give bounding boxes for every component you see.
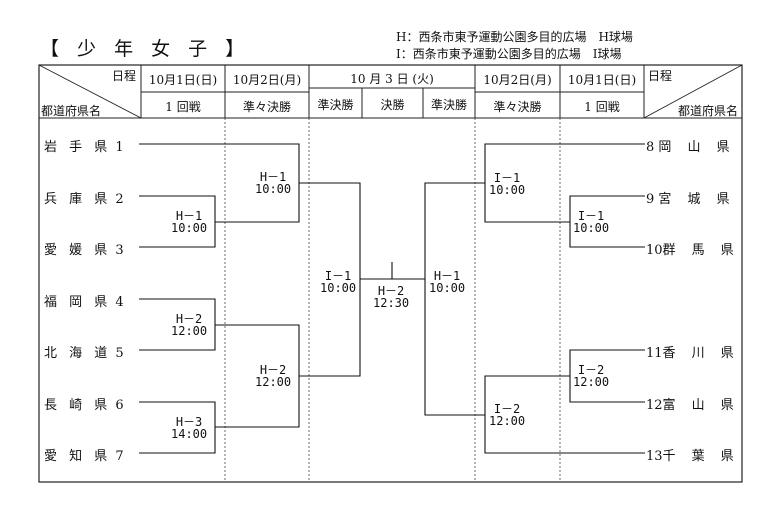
legend-court-h: H：西条市東予運動公園多目的広場 H球場 <box>396 30 633 44</box>
bracket-line <box>424 182 485 416</box>
corner-diagonal-right <box>643 64 743 119</box>
bracket-line <box>484 143 645 223</box>
team-left: 兵 庫 県 2 <box>44 192 124 207</box>
bracket-line <box>484 375 645 454</box>
corner-label-pref-right: 都道府県名 <box>678 104 739 118</box>
team-right: 8 岡 山 県 <box>646 140 736 155</box>
round-final: 決勝 <box>380 98 405 112</box>
date-col2: 10月2日(月) <box>232 73 302 87</box>
corner-label-pref-left: 都道府県名 <box>41 104 102 118</box>
round-semi-right: 準決勝 <box>430 98 467 112</box>
round-col2: 準々決勝 <box>242 100 291 114</box>
team-left: 福 岡 県 4 <box>44 295 124 310</box>
team-left: 愛 知 県 7 <box>44 449 124 464</box>
team-left: 愛 媛 県 3 <box>44 243 124 258</box>
date-col5: 10月1日(日) <box>567 73 637 87</box>
bracket-line <box>569 349 645 403</box>
team-left: 岩 手 県 1 <box>44 140 124 155</box>
team-right: 10群 馬 県 <box>646 243 740 258</box>
team-left: 長 崎 県 6 <box>44 398 124 413</box>
team-right: 13千 葉 県 <box>646 449 740 464</box>
date-center: 10 月 3 日 (火) <box>350 72 434 86</box>
team-right: 9 宮 城 県 <box>646 192 736 207</box>
corner-label-schedule-left: 日程 <box>112 69 137 83</box>
round-col5: 1 回戦 <box>584 100 620 114</box>
round-col4: 準々決勝 <box>493 100 542 114</box>
team-right: 11香 川 県 <box>646 346 740 361</box>
date-col4: 10月2日(月) <box>483 73 552 87</box>
corner-diagonal-left <box>38 64 142 119</box>
bracket-line <box>569 195 645 248</box>
round-semi-left: 準決勝 <box>317 98 354 112</box>
round-col1: 1 回戦 <box>165 100 201 114</box>
bracket-frame <box>38 64 743 483</box>
team-right: 12富 山 県 <box>646 398 740 413</box>
corner-label-schedule-right: 日程 <box>648 69 673 83</box>
date-col1: 10月1日(日) <box>148 73 218 87</box>
team-left: 北 海 道 5 <box>44 346 124 361</box>
legend-court-i: I：西条市東予運動公園多目的広場 I球場 <box>396 47 622 61</box>
page-title: 【 少 年 女 子 】 <box>40 38 251 60</box>
